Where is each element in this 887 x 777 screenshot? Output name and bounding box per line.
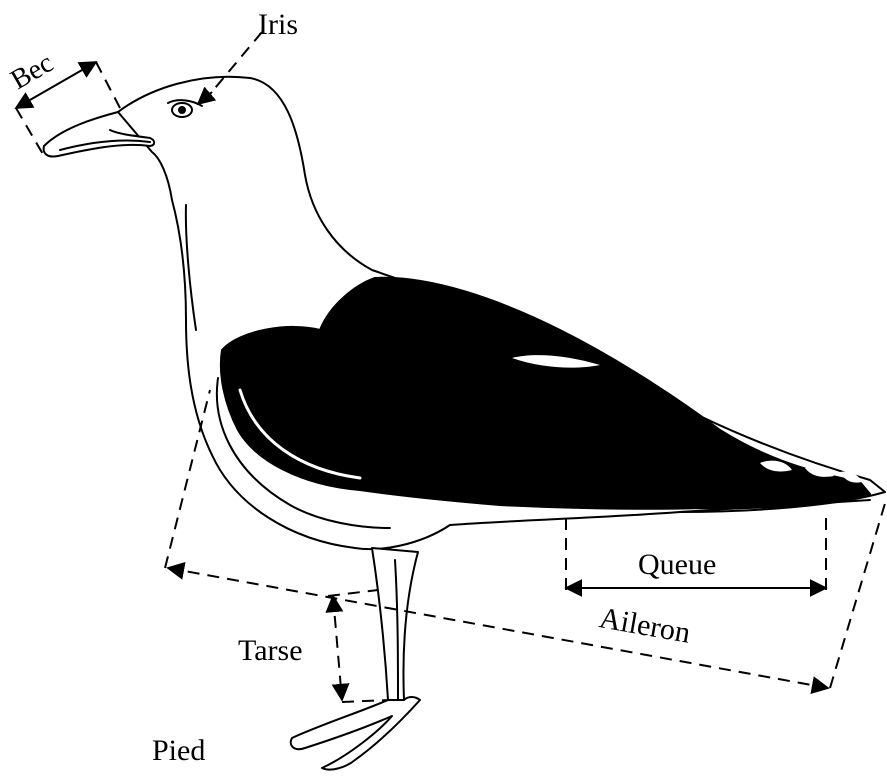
tarse-dimension — [333, 596, 342, 700]
iris-label: Iris — [258, 8, 298, 41]
tarse-label: Tarse — [238, 634, 303, 667]
queue-label: Queue — [638, 548, 716, 581]
gull-illustration — [44, 77, 885, 770]
pied-label: Pied — [152, 734, 205, 767]
bec-guide-left — [16, 108, 44, 156]
aileron-guide-right — [830, 500, 886, 688]
tarse-guide-top — [328, 590, 378, 596]
aileron-label: Aileron — [597, 601, 693, 649]
foot — [291, 697, 420, 770]
aileron-dimension — [168, 568, 828, 688]
eye-pupil — [179, 107, 185, 113]
bec-guide-right — [96, 62, 120, 108]
